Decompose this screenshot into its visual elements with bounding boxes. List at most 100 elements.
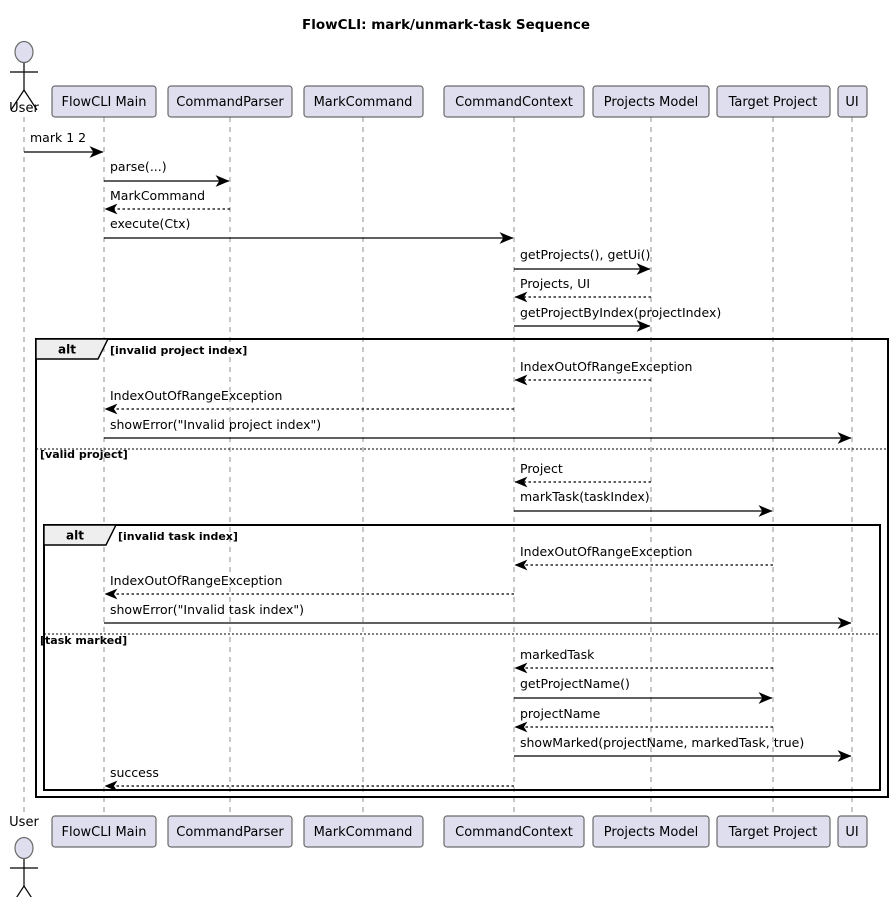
message-label: showMarked(projectName, markedTask, true… xyxy=(520,735,804,750)
message-label: execute(Ctx) xyxy=(110,216,190,231)
message-m20[interactable]: success xyxy=(104,765,514,792)
message-label: Project xyxy=(520,461,563,476)
message-m8[interactable]: IndexOutOfRangeException xyxy=(514,359,692,386)
message-label: Projects, UI xyxy=(520,276,590,291)
actor-head-icon xyxy=(14,836,34,860)
message-m4[interactable]: execute(Ctx) xyxy=(104,216,514,244)
participant-box xyxy=(51,815,157,848)
message-label: IndexOutOfRangeException xyxy=(520,544,692,559)
message-m18[interactable]: projectName xyxy=(514,706,773,733)
message-m14[interactable]: IndexOutOfRangeException xyxy=(104,573,514,600)
fragment-outer-alt: alt [invalid project index] [valid project… xyxy=(35,338,889,798)
message-m3[interactable]: MarkCommand xyxy=(104,188,230,215)
participant-main-footer[interactable]: FlowCLI Main xyxy=(51,815,157,848)
participant-label: Projects Model xyxy=(604,95,698,110)
message-label: IndexOutOfRangeException xyxy=(110,573,282,588)
fragment-frames-layer: alt [invalid project index] [valid project… xyxy=(35,338,889,798)
message-m10[interactable]: showError("Invalid project index") xyxy=(104,417,852,444)
participant-box xyxy=(443,815,585,848)
fragment-operator-label: alt xyxy=(58,343,76,357)
message-label: markTask(taskIndex) xyxy=(520,489,650,504)
participant-label: Target Project xyxy=(728,95,818,110)
message-m7[interactable]: getProjectByIndex(projectIndex) xyxy=(514,305,721,332)
fragment-guard-1: [task marked] xyxy=(40,634,127,647)
participant-label: FlowCLI Main xyxy=(62,95,147,110)
participant-parser-footer[interactable]: CommandParser xyxy=(167,815,293,848)
participant-command-header[interactable]: MarkCommand xyxy=(303,85,424,118)
actor-user-bottom[interactable]: User xyxy=(9,815,39,897)
message-label: mark 1 2 xyxy=(30,130,86,145)
message-label: projectName xyxy=(520,706,601,721)
participant-ui-header[interactable]: UI xyxy=(837,85,868,118)
fragment-guard-0: [invalid task index] xyxy=(118,530,238,543)
fragment-operator-tab xyxy=(35,338,110,360)
actor-leg-left xyxy=(10,89,25,111)
actor-user-top[interactable]: User xyxy=(9,40,39,117)
message-label: showError("Invalid task index") xyxy=(110,602,304,617)
message-m15[interactable]: showError("Invalid task index") xyxy=(104,602,852,629)
message-m12[interactable]: markTask(taskIndex) xyxy=(514,489,773,517)
message-m16[interactable]: markedTask xyxy=(514,647,773,674)
message-m5[interactable]: getProjects(), getUi() xyxy=(514,247,651,275)
actor-leg-right xyxy=(23,89,38,111)
participant-box xyxy=(592,815,710,848)
actor-leg-right xyxy=(23,885,32,897)
participant-box xyxy=(592,85,710,118)
participant-label: Target Project xyxy=(728,825,818,840)
participant-main-header[interactable]: FlowCLI Main xyxy=(51,85,157,118)
participant-context-header[interactable]: CommandContext xyxy=(443,85,585,118)
message-label: getProjectName() xyxy=(520,676,630,691)
actor-head-icon xyxy=(14,40,34,64)
participant-box xyxy=(443,85,585,118)
lifelines-layer xyxy=(23,117,853,816)
participant-project-header[interactable]: Target Project xyxy=(716,85,831,118)
fragment-inner-alt: alt [invalid task index] [task marked] xyxy=(40,524,881,791)
actor-leg-left xyxy=(16,885,25,897)
participant-context-footer[interactable]: CommandContext xyxy=(443,815,585,848)
participant-box xyxy=(51,85,157,118)
messages-layer: mark 1 2 parse(...) MarkCommandexecute(Ctx… xyxy=(24,130,852,792)
message-m11[interactable]: Project xyxy=(514,461,651,488)
participant-model-header[interactable]: Projects Model xyxy=(592,85,710,118)
participant-label: CommandParser xyxy=(176,825,284,840)
fragment-guard-1: [valid project] xyxy=(40,448,128,461)
participant-project-footer[interactable]: Target Project xyxy=(716,815,831,848)
message-m1[interactable]: mark 1 2 xyxy=(24,130,104,158)
participant-label: UI xyxy=(845,825,858,840)
participant-label: MarkCommand xyxy=(314,825,413,840)
message-label: showError("Invalid project index") xyxy=(110,417,321,432)
message-m6[interactable]: Projects, UI xyxy=(514,276,651,303)
message-label: IndexOutOfRangeException xyxy=(110,388,282,403)
fragment-border xyxy=(43,524,881,791)
fragment-operator-label: alt xyxy=(66,529,84,543)
participant-box xyxy=(303,85,424,118)
fragment-operator-tab xyxy=(43,524,118,546)
fragment-guard-0: [invalid project index] xyxy=(110,344,247,357)
message-m13[interactable]: IndexOutOfRangeException xyxy=(514,544,773,571)
participant-parser-header[interactable]: CommandParser xyxy=(167,85,293,118)
actor-label: User xyxy=(9,101,39,116)
participant-label: CommandContext xyxy=(455,95,573,110)
participant-box xyxy=(837,85,868,118)
message-m17[interactable]: getProjectName() xyxy=(514,676,773,704)
participant-ui-footer[interactable]: UI xyxy=(837,815,868,848)
participant-box xyxy=(716,815,831,848)
message-m9[interactable]: IndexOutOfRangeException xyxy=(104,388,514,415)
participant-box xyxy=(303,815,424,848)
page-title: FlowCLI: mark/unmark-task Sequence xyxy=(302,17,590,33)
participant-model-footer[interactable]: Projects Model xyxy=(592,815,710,848)
participant-box xyxy=(167,85,293,118)
message-m2[interactable]: parse(...) xyxy=(104,159,230,187)
participant-box xyxy=(837,815,868,848)
message-m19[interactable]: showMarked(projectName, markedTask, true… xyxy=(514,735,852,762)
participant-box xyxy=(167,815,293,848)
participant-label: Projects Model xyxy=(604,825,698,840)
message-label: parse(...) xyxy=(110,159,167,174)
message-label: IndexOutOfRangeException xyxy=(520,359,692,374)
participant-label: CommandParser xyxy=(176,95,284,110)
participant-command-footer[interactable]: MarkCommand xyxy=(303,815,424,848)
participant-label: MarkCommand xyxy=(314,95,413,110)
participant-label: CommandContext xyxy=(455,825,573,840)
